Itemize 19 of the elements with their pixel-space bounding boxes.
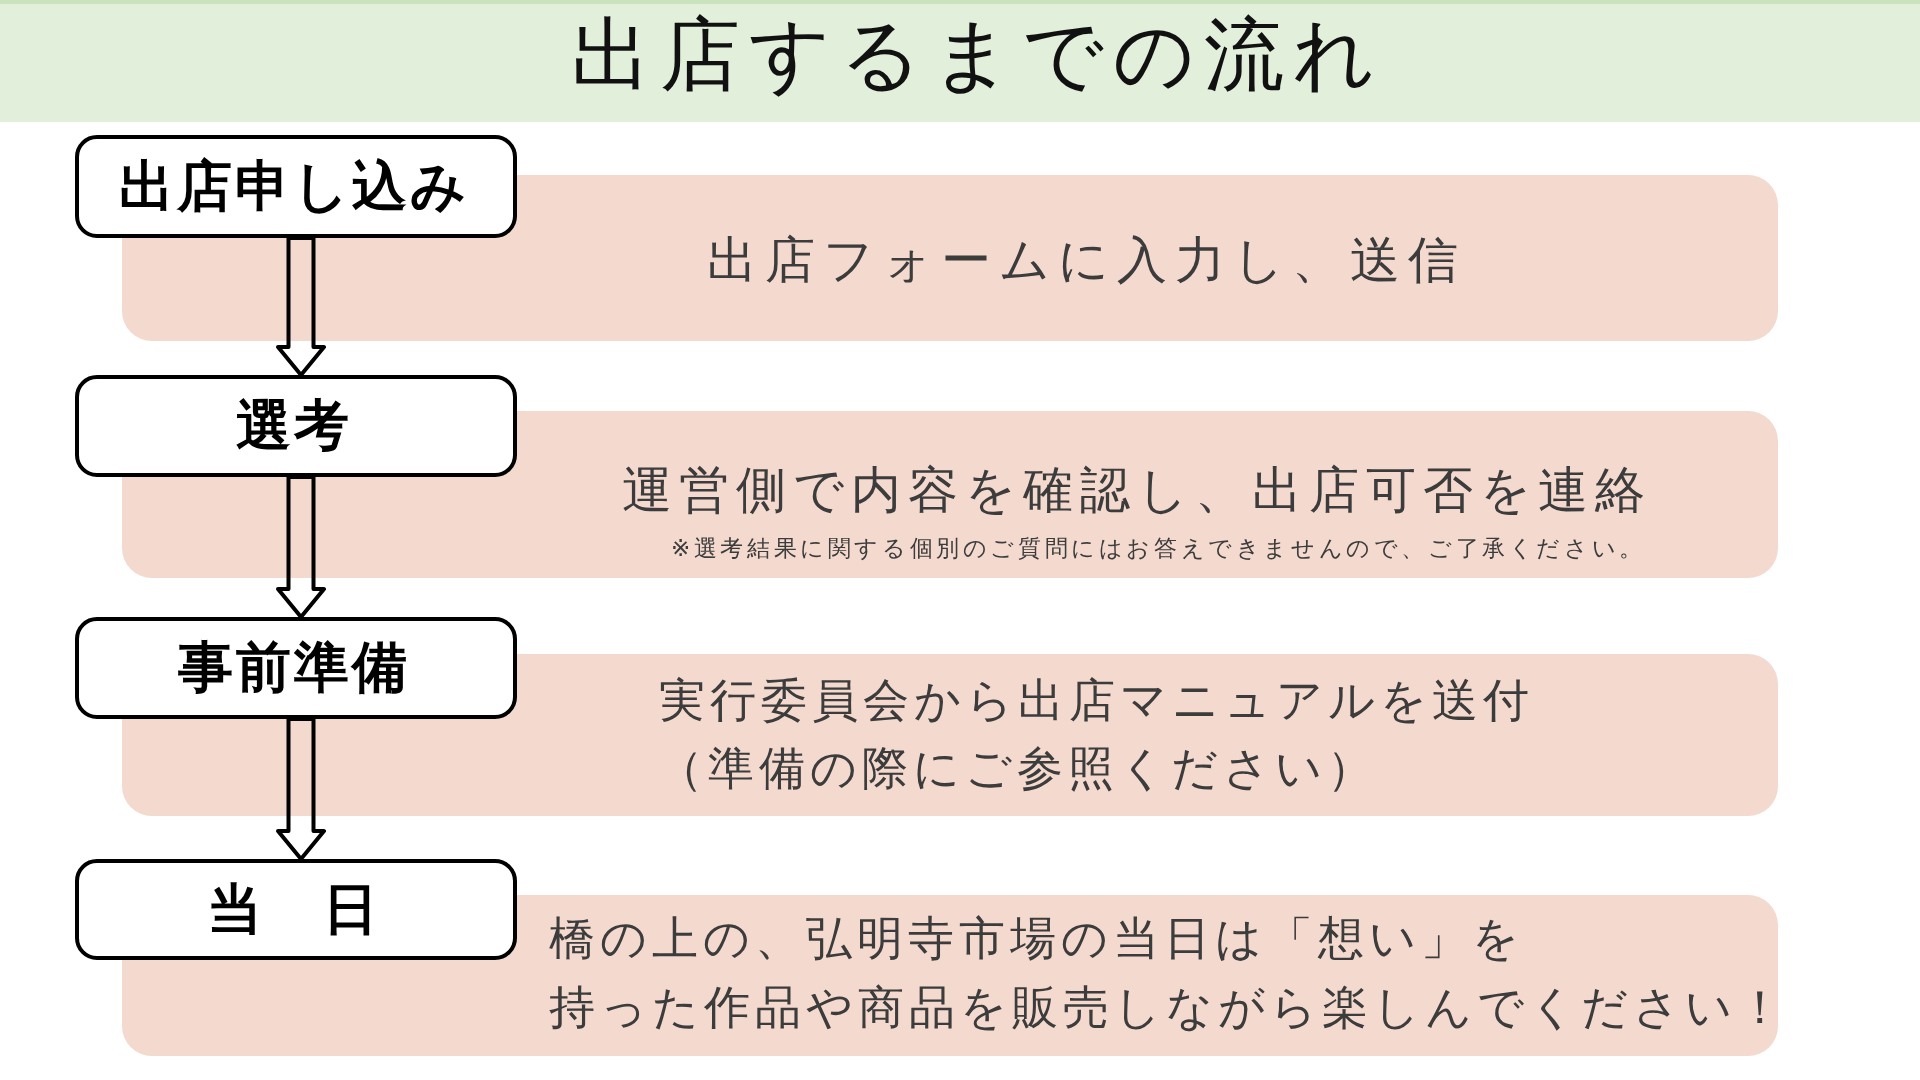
step-label: 事前準備 bbox=[177, 634, 410, 702]
step-label: 当 日 bbox=[206, 875, 381, 943]
description-text: 持った作品や商品を販売しながら楽しんでください！ bbox=[549, 979, 1788, 1037]
step-label: 出店申し込み bbox=[118, 152, 469, 220]
note-text: ※選考結果に関する個別のご質問にはお答えできませんので、ご了承ください。 bbox=[671, 534, 1646, 564]
step-box bbox=[75, 859, 517, 960]
step-label: 選考 bbox=[235, 392, 352, 460]
step-box bbox=[75, 617, 517, 719]
title: 出店するまでの流れ bbox=[571, 7, 1384, 103]
step-box bbox=[75, 135, 517, 238]
step-box bbox=[75, 375, 517, 477]
description-text: 運営側で内容を確認し、出店可否を連絡 bbox=[622, 459, 1652, 521]
arrow bbox=[276, 475, 326, 619]
description-text: （準備の際にご参照ください） bbox=[657, 740, 1378, 798]
description-text: 出店フォームに入力し、送信 bbox=[707, 229, 1466, 291]
description-text: 橋の上の、弘明寺市場の当日は「想い」を bbox=[549, 910, 1524, 968]
arrow bbox=[276, 717, 326, 861]
description-text: 実行委員会から出店マニュアルを送付 bbox=[659, 672, 1534, 730]
arrow bbox=[276, 236, 326, 377]
